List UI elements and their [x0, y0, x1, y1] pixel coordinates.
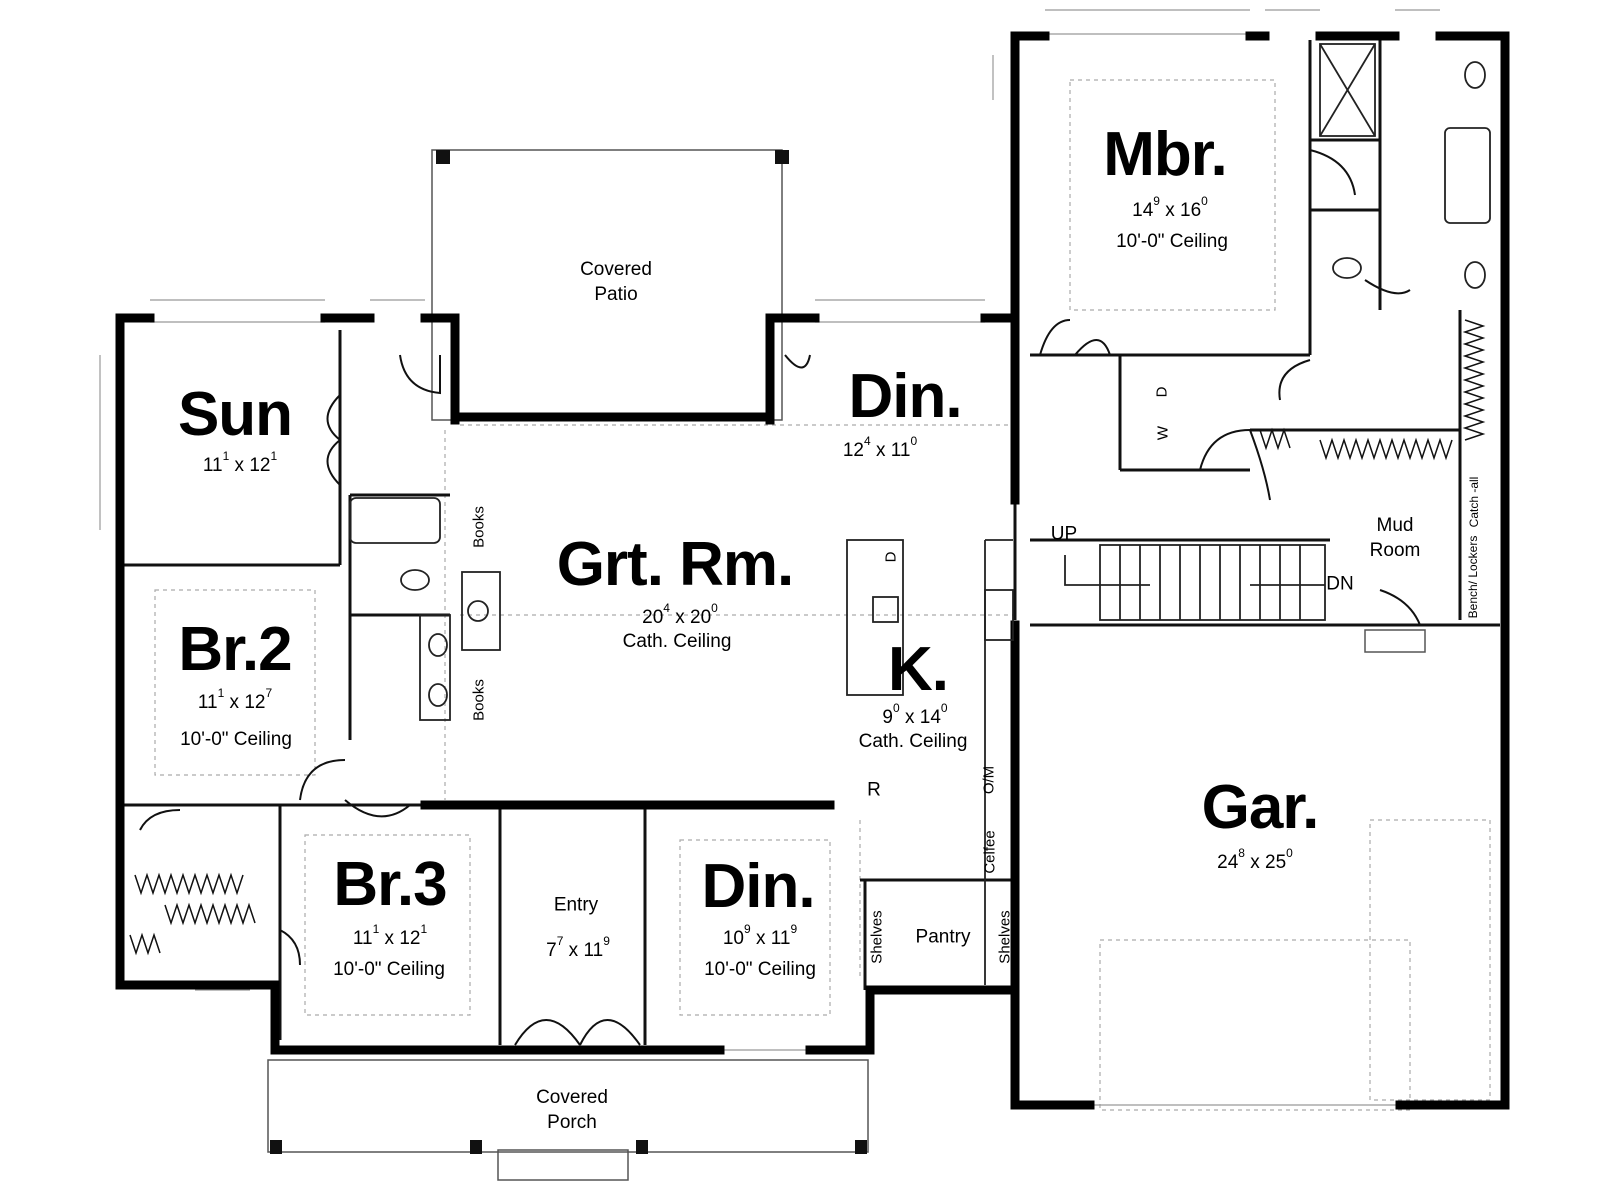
- room-name-br3: Br.3: [333, 850, 447, 919]
- room-dim-master-bedroom: 149 x 160: [1132, 193, 1208, 222]
- catch-all-label: Catch -all: [1467, 476, 1481, 528]
- dryer-label: D: [1153, 386, 1171, 398]
- books-label-top: Books: [470, 506, 488, 548]
- door-swings: [139, 149, 1421, 1046]
- closet-rods: [129, 319, 1486, 956]
- fixtures: [349, 43, 1491, 985]
- bench-lockers-label: Bench/ Lockers: [1466, 535, 1480, 619]
- kitchen-island: [846, 539, 904, 696]
- stairs-up-label: UP: [1050, 523, 1078, 545]
- fridge-label: R: [867, 779, 881, 801]
- room-dim-br3: 111 x 121: [352, 921, 428, 950]
- shelves-label-right: Shelves: [996, 910, 1014, 964]
- room-name-dining-top: Din.: [848, 362, 962, 431]
- tub: [1444, 127, 1491, 224]
- room-dim-br2: 111 x 127: [197, 685, 273, 714]
- room-name-master-bedroom: Mbr.: [1103, 120, 1227, 189]
- room-dim-entry: 77 x 119: [546, 933, 610, 962]
- room-dim-dining-top: 124 x 110: [842, 433, 918, 462]
- room-ceiling-kitchen: Cath. Ceiling: [858, 731, 968, 752]
- shelves-label-left: Shelves: [868, 910, 886, 964]
- room-name-garage: Gar.: [1201, 773, 1320, 842]
- washer-label: W: [1154, 425, 1172, 441]
- books-label-bottom: Books: [470, 679, 488, 721]
- stairs: [1099, 544, 1326, 621]
- fireplace: [461, 571, 501, 651]
- stairs-down-label: DN: [1326, 573, 1354, 595]
- coffee-label: Celfee: [981, 830, 999, 874]
- room-dim-garage: 248 x 250: [1217, 845, 1293, 874]
- room-name-entry: Entry: [553, 894, 599, 916]
- room-dim-kitchen: 90 x 140: [882, 700, 948, 729]
- exterior-walls: [115, 31, 1510, 1110]
- shower: [1319, 43, 1376, 137]
- oven-microwave-label: O/M: [980, 765, 998, 795]
- bathtub: [349, 497, 441, 544]
- ceiling-outlines: [154, 79, 1491, 1111]
- room-ceiling-dining-bottom: 10'-0" Ceiling: [704, 959, 816, 980]
- room-dim-sun: 111 x 121: [202, 448, 278, 477]
- interior-walls: [120, 40, 1500, 1045]
- room-name-great-room: Grt. Rm.: [556, 530, 795, 599]
- room-ceiling-br3: 10'-0" Ceiling: [333, 959, 445, 980]
- dishwasher-label: D: [882, 551, 900, 563]
- room-ceiling-great-room: Cath. Ceiling: [622, 631, 732, 652]
- toilet: [400, 569, 430, 591]
- vanity: [419, 614, 451, 721]
- room-name-dining-bottom: Din.: [701, 852, 815, 921]
- room-ceiling-master-bedroom: 10'-0" Ceiling: [1116, 231, 1228, 252]
- room-name-kitchen: K.: [888, 635, 949, 704]
- posts: [270, 150, 867, 1154]
- room-dim-great-room: 204 x 200: [642, 600, 718, 629]
- room-ceiling-br2: 10'-0" Ceiling: [180, 729, 292, 750]
- room-dim-dining-bottom: 109 x 119: [722, 921, 798, 950]
- room-name-sun: Sun: [177, 380, 293, 449]
- room-name-br2: Br.2: [178, 615, 292, 684]
- pantry-label: Pantry: [915, 926, 971, 948]
